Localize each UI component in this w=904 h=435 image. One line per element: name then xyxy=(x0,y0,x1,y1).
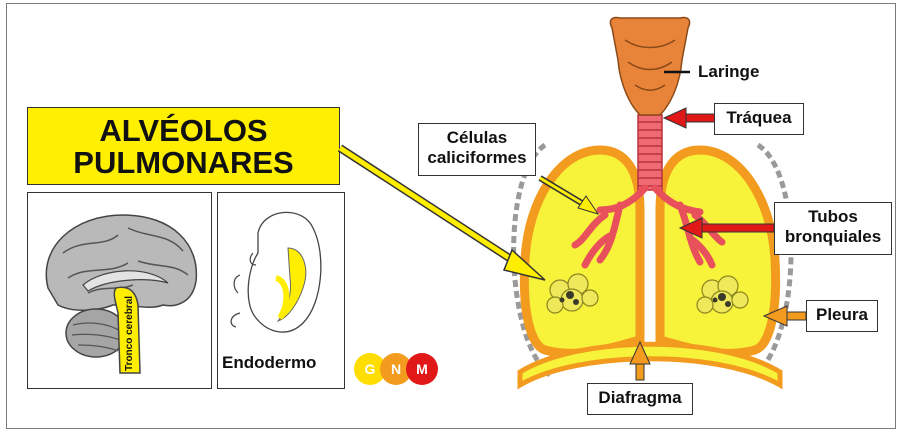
right-lung xyxy=(660,150,776,353)
trachea-label: Tráquea xyxy=(714,103,804,135)
bronchi-line-1: Tubos xyxy=(775,207,891,227)
goblet-line-1: Células xyxy=(419,128,535,148)
pleura-label: Pleura xyxy=(806,300,878,332)
bronchi-label: Tubos bronquiales xyxy=(774,202,892,255)
pleura-label-text: Pleura xyxy=(816,305,868,324)
goblet-line-2: caliciformes xyxy=(419,148,535,168)
trachea-label-text: Tráquea xyxy=(726,108,791,127)
goblet-cells-label: Células caliciformes xyxy=(418,123,536,176)
larynx-label: Laringe xyxy=(698,62,759,82)
bronchi-line-2: bronquiales xyxy=(775,227,891,247)
diaphragm-label-text: Diafragma xyxy=(598,388,681,407)
trachea-arrow xyxy=(664,108,715,128)
larynx-shape xyxy=(610,17,689,115)
diaphragm-label: Diafragma xyxy=(587,383,693,415)
